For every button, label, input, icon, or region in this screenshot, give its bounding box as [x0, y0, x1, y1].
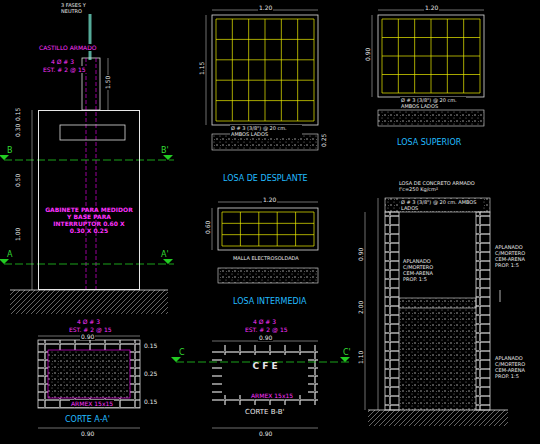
node-text: C F E — [222, 361, 308, 371]
annotation: LOSA DE CONCRETO ARMADO f'c=250 Kg/cm² — [398, 180, 480, 192]
dimension: 1.50 — [104, 75, 111, 90]
annotation: EST. # 2 @ 15 — [244, 326, 289, 333]
annotation: MALLA ELECTROSOLDADA — [232, 255, 300, 261]
rebar-line — [265, 19, 266, 121]
dimension: 0.25 — [320, 133, 327, 148]
annotation: LOSA SUPERIOR — [396, 138, 462, 147]
rebar-line — [222, 234, 314, 235]
rebar-line — [277, 212, 278, 246]
annotation: APLANADO C/MORTERO CEM-ARENA PROP. 1:5 — [402, 258, 448, 282]
annotation: EST. # 2 @ 15 — [42, 66, 87, 73]
rebar-line — [222, 223, 314, 224]
annotation: B' — [160, 146, 170, 155]
dimension: 0.60 — [204, 220, 211, 235]
annotation: 3 FASES Y NEUTRO — [60, 2, 102, 14]
annotation: 0.90 — [258, 334, 273, 341]
annotation: 0.90 — [80, 333, 95, 340]
rebar-line — [216, 59, 314, 60]
annotation: Ø # 3 (3/8") @ 20 cm. AMBOS LADOS — [230, 125, 302, 137]
annotation: 0.90 — [80, 430, 95, 437]
dimension: 1.15 — [198, 61, 205, 76]
rebar-line — [222, 212, 223, 246]
annotation: 0.90 — [258, 430, 273, 437]
annotation: 4 Ø # 3 — [50, 58, 75, 65]
annotation: 0.15 — [143, 342, 158, 349]
annotation: 0.15 — [143, 398, 158, 405]
rebar-line — [248, 19, 249, 121]
rebar-line — [216, 39, 314, 40]
rebar-line — [222, 212, 314, 213]
annotation: Ø # 3 (3/8") @ 20 cm. AMBOS LADOS — [400, 199, 482, 211]
rebar-line — [314, 19, 315, 121]
dimension: 0.90 — [364, 47, 371, 62]
annotation: CASTILLO ARMADO — [38, 44, 98, 51]
rebar-line — [232, 19, 233, 121]
annotation: 1.20 — [424, 4, 439, 11]
annotation: ARMEX 15x15 — [70, 400, 114, 407]
cfe-box: C F E — [222, 355, 308, 395]
annotation: 1.20 — [262, 196, 277, 203]
annotation: Ø # 3 (3/8") @ 20 cm. AMBOS LADOS — [400, 97, 466, 109]
annotation: C — [178, 348, 186, 357]
rebar-line — [216, 19, 314, 20]
rebar-line — [216, 100, 314, 101]
rebar-line — [314, 212, 315, 246]
annotation: 4 Ø # 3 — [76, 318, 101, 325]
annotation: APLANADO C/MORTERO CEM-ARENA PROP. 1:5 — [494, 355, 540, 379]
rebar-line — [281, 19, 282, 121]
annotation: APLANADO C/MORTERO CEM-ARENA PROP. 1:5 — [494, 244, 540, 268]
rebar-line — [295, 212, 296, 246]
annotation: ARMEX 15x15 — [250, 392, 294, 399]
annotation: A — [6, 250, 13, 259]
annotation: B — [6, 146, 14, 155]
annotation: 0.25 — [143, 370, 158, 377]
rebar-line — [382, 37, 480, 38]
annotation: C' — [342, 348, 352, 357]
dimension: 0.30 — [14, 123, 21, 138]
annotation: CORTE A-A' — [64, 415, 111, 424]
rebar-line — [382, 93, 480, 94]
rebar-line — [216, 121, 314, 122]
dimension: 0.90 — [357, 247, 364, 262]
annotation: A' — [160, 250, 170, 259]
annotation: EST. # 2 @ 15 — [68, 326, 113, 333]
annotation: LOSA INTERMEDIA — [232, 297, 308, 306]
dimension: 2.00 — [357, 300, 364, 315]
rebar-line — [222, 246, 314, 247]
dimension: 0.50 — [14, 173, 21, 188]
rebar-line — [258, 212, 259, 246]
annotation: LOSA DE DESPLANTE — [222, 174, 309, 183]
rebar-line — [216, 19, 217, 121]
dimension: 1.00 — [14, 227, 21, 242]
node-text: GABINETE PARA MEDIDOR Y BASE PARA INTERR… — [39, 206, 139, 234]
dimension: 1.10 — [357, 350, 364, 365]
rebar-line — [382, 56, 480, 57]
rebar-line — [382, 19, 480, 20]
rebar-line — [240, 212, 241, 246]
rebar-line — [382, 74, 480, 75]
dimension: 0.15 — [14, 107, 21, 122]
rebar-line — [297, 19, 298, 121]
rebar-line — [216, 80, 314, 81]
meter-housing: GABINETE PARA MEDIDOR Y BASE PARA INTERR… — [38, 110, 140, 290]
annotation: 1.20 — [258, 4, 273, 11]
annotation: CORTE B-B' — [244, 408, 285, 416]
annotation: 4 Ø # 3 — [252, 318, 277, 325]
